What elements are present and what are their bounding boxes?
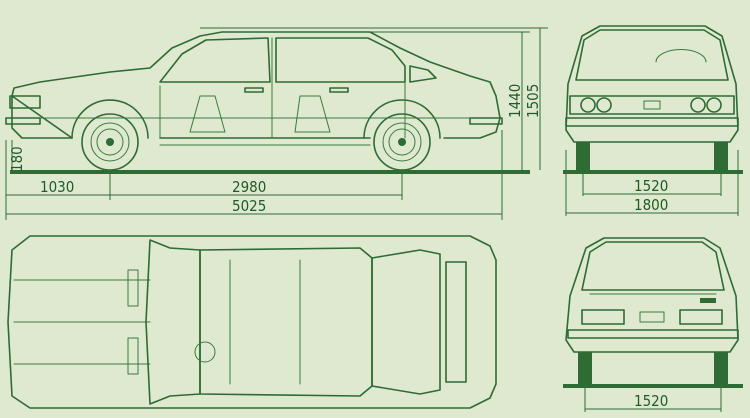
front-overhang-label: 1030 (40, 178, 74, 196)
rear-view (563, 237, 743, 388)
wheelbase-label: 2980 (232, 178, 266, 196)
front-view (563, 25, 743, 174)
rear-track-label: 1520 (634, 392, 668, 410)
rear-plate (639, 311, 665, 323)
top-rear-window (371, 249, 441, 395)
front-door-handle (244, 87, 264, 93)
front-view-wheel-right (714, 142, 728, 170)
front-wiper (655, 49, 707, 63)
front-wheel (81, 113, 139, 171)
tail-lamp-left (581, 309, 625, 325)
headlamp-right-outer (706, 97, 722, 113)
rear-wheel-arch (363, 99, 441, 139)
steering-wheel-top (194, 341, 216, 363)
top-body-outline (7, 235, 497, 409)
overall-width-label: 1800 (634, 196, 668, 214)
rear-view-wheel-right (714, 352, 728, 384)
side-body-outline (11, 31, 501, 139)
headlamp-right-inner (690, 97, 706, 113)
hood-vent-upper (127, 269, 139, 307)
top-roof (199, 247, 373, 397)
front-grille (569, 95, 735, 115)
front-body-outline (565, 25, 739, 143)
side-door-lines (159, 37, 406, 139)
side-ground-line (10, 170, 530, 174)
top-view (7, 235, 497, 409)
rear-body-outline (565, 237, 739, 353)
ground-clearance-label: 180 (8, 146, 26, 172)
side-view (5, 31, 530, 174)
front-windshield (575, 29, 729, 81)
rear-dimensions: 1520 (584, 388, 722, 412)
front-view-bumper (565, 117, 739, 127)
overall-length-label: 5025 (232, 197, 266, 215)
rear-door-handle (329, 87, 349, 93)
front-lamp (9, 95, 41, 109)
rear-bumper (469, 117, 503, 125)
top-rear-vent (445, 261, 467, 383)
front-wheel-arch (71, 99, 149, 139)
height-1505-label: 1505 (524, 84, 542, 118)
top-hood-lines (13, 279, 151, 365)
side-seat-outlines (189, 95, 331, 133)
rear-badge (700, 298, 716, 303)
side-dimensions: 1030 2980 5025 180 1440 1505 (5, 27, 548, 220)
top-interior-lines (229, 259, 301, 385)
headlamp-left-inner (596, 97, 612, 113)
height-1440-label: 1440 (506, 84, 524, 118)
rear-wheel (373, 113, 431, 171)
top-windshield (145, 239, 201, 405)
hood-vent-lower (127, 337, 139, 375)
front-dimensions: 1520 1800 (565, 150, 739, 216)
front-track-label: 1520 (634, 177, 668, 195)
rear-ground-line (563, 384, 743, 388)
side-windows (159, 37, 437, 83)
rear-view-wheel-left (578, 352, 592, 384)
headlamp-left-outer (580, 97, 596, 113)
front-ground-line (563, 170, 743, 174)
front-view-wheel-left (576, 142, 590, 170)
tail-lamp-right (679, 309, 723, 325)
front-bumper (5, 117, 41, 125)
rear-view-bumper (567, 329, 739, 339)
rear-window (581, 241, 725, 291)
front-badge (643, 100, 661, 110)
